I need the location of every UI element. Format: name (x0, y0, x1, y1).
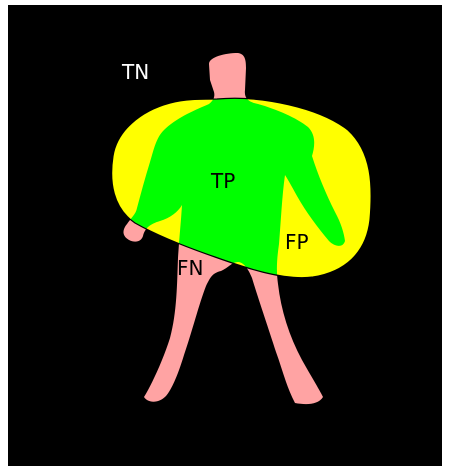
label-true-positive: TP (210, 169, 235, 193)
label-true-negative: TN (121, 60, 149, 84)
label-false-positive: FP (285, 230, 309, 254)
label-false-negative: FN (177, 256, 203, 280)
